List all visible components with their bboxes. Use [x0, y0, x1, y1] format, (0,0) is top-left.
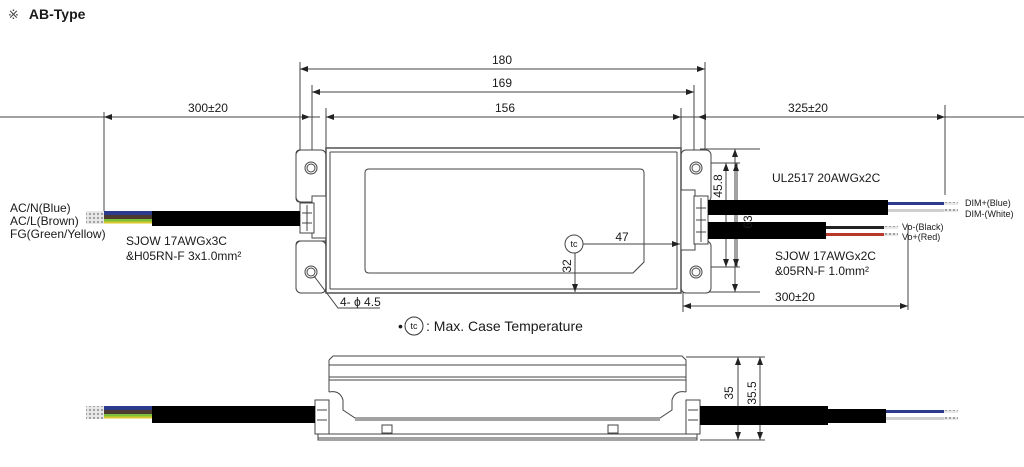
dim-tc-y: 32	[560, 259, 574, 273]
wire-label-fg: FG(Green/Yellow)	[10, 227, 106, 241]
tc-symbol-text: tc	[570, 239, 578, 249]
title-text: AB-Type	[28, 6, 86, 22]
left-cable-spec-2: &H05RN-F 3x1.0mm²	[126, 249, 241, 263]
wire-label-dim-minus: DIM-(White)	[965, 209, 1014, 219]
output-cable-spec-1: SJOW 17AWGx2C	[775, 249, 876, 263]
legend-bullet: •	[398, 318, 403, 334]
left-input-cable	[86, 211, 300, 226]
side-left-cable	[86, 406, 315, 423]
drawing-title: ※ AB-Type	[8, 6, 85, 23]
dim-body-length: 156	[495, 101, 515, 115]
dim-right-output-cable-length: 300±20	[775, 290, 815, 304]
dim-side-overall-height: 35.5	[745, 381, 759, 405]
side-right-cable	[700, 406, 958, 425]
right-dim-cable	[708, 200, 958, 215]
tc-legend-icon	[404, 316, 424, 336]
wire-label-vo-minus: Vo-(Black)	[902, 222, 944, 232]
legend-symbol: tc	[410, 321, 418, 331]
tc-legend: • tc : Max. Case Temperature	[398, 316, 583, 336]
dim-cable-spec: UL2517 20AWGx2C	[772, 171, 881, 185]
wire-label-ac-n: AC/N(Blue)	[10, 201, 71, 215]
right-output-cable	[708, 222, 898, 239]
reference-mark-icon: ※	[8, 7, 19, 22]
dim-width: 63	[741, 215, 755, 229]
dim-right-dim-cable-length: 325±20	[788, 101, 828, 115]
side-view	[314, 355, 765, 441]
wire-label-vo-plus: Vo+(Red)	[902, 232, 940, 242]
dim-left-cable-length: 300±20	[188, 101, 228, 115]
top-view	[0, 62, 1024, 312]
dim-overall-length: 180	[492, 53, 512, 67]
dim-side-height: 35	[722, 386, 736, 400]
left-cable-spec-1: SJOW 17AWGx3C	[126, 234, 227, 248]
dim-mount-hole-width: 45.8	[711, 174, 725, 198]
dim-mount-hole-spacing: 169	[492, 76, 512, 90]
dim-tc-x: 47	[615, 230, 629, 244]
wire-label-dim-plus: DIM+(Blue)	[965, 198, 1011, 208]
wire-label-ac-l: AC/L(Brown)	[10, 214, 79, 228]
legend-text: : Max. Case Temperature	[426, 318, 583, 334]
dim-mount-holes: 4- ϕ 4.5	[340, 295, 381, 309]
output-cable-spec-2: &05RN-F 1.0mm²	[775, 264, 869, 278]
